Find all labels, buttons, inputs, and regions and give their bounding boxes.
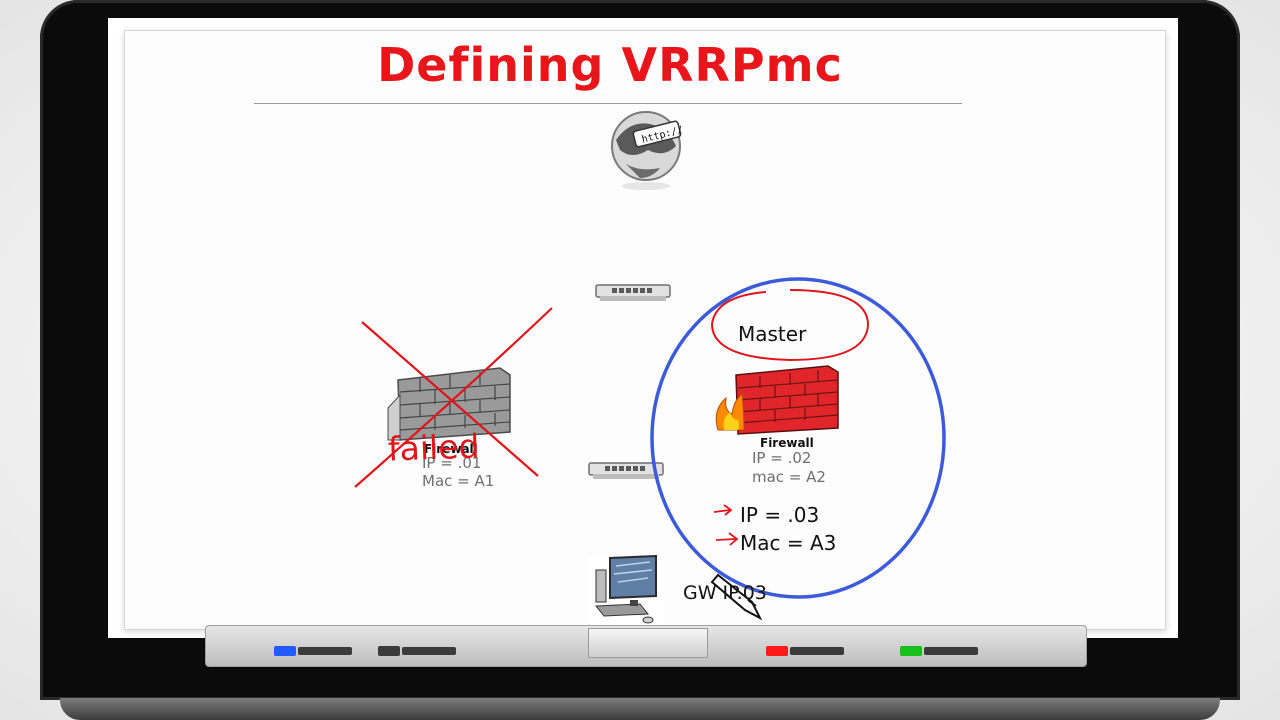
marker-green[interactable] <box>900 646 980 656</box>
failed-annotation: failed <box>387 426 481 469</box>
virtual-mac-label: Mac = A3 <box>740 531 837 555</box>
globe-http-icon: http:// <box>611 111 684 190</box>
switch-icon <box>595 284 671 301</box>
left-firewall-ip: IP = .01 <box>422 454 482 472</box>
workstation-icon <box>588 554 664 626</box>
marker-body <box>924 647 978 655</box>
laptop-base <box>60 698 1220 720</box>
slide-title: Defining VRRPmc <box>377 38 843 92</box>
marker-body <box>402 647 456 655</box>
right-firewall-caption: Firewall <box>760 436 814 450</box>
marker-cap <box>766 646 788 656</box>
virtual-ip-label: IP = .03 <box>740 503 820 527</box>
marker-body <box>790 647 844 655</box>
left-firewall-caption: Firewall <box>424 442 478 456</box>
marker-red[interactable] <box>766 646 846 656</box>
failed-cross-mark <box>354 307 553 488</box>
marker-cap <box>274 646 296 656</box>
marker-blue[interactable] <box>274 646 354 656</box>
title-divider <box>254 103 962 104</box>
pen-cursor-icon <box>710 573 763 621</box>
right-firewall-ip: IP = .02 <box>752 449 812 467</box>
client-gateway-label: GW IP.03 <box>683 582 767 604</box>
marker-cap <box>378 646 400 656</box>
tray-bracket <box>588 628 708 658</box>
firewall-flame-icon <box>715 365 839 435</box>
virtual-mac-arrow <box>715 532 739 546</box>
marker-cap <box>900 646 922 656</box>
marker-body <box>298 647 352 655</box>
virtual-ip-arrow <box>713 504 733 516</box>
left-firewall-mac: Mac = A1 <box>422 472 495 490</box>
switch-icon <box>588 462 664 479</box>
firewall-icon <box>387 367 511 441</box>
master-highlight-circle <box>650 277 946 599</box>
marker-black[interactable] <box>378 646 458 656</box>
right-firewall-mac: mac = A2 <box>752 468 826 486</box>
master-annotation: Master <box>738 322 807 346</box>
master-annotation-circle <box>710 289 870 362</box>
